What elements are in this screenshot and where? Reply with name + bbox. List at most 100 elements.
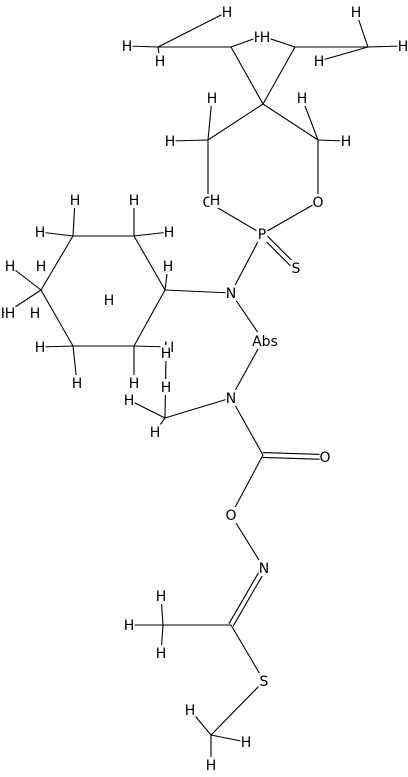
atom-label: P: [258, 227, 266, 243]
single-bond: [164, 397, 232, 419]
atom-label: H: [241, 735, 252, 751]
atom-label-bg: [69, 192, 81, 208]
atom-label-bg: [35, 258, 47, 274]
atom-label-bg: [160, 379, 172, 395]
single-bond: [210, 734, 247, 743]
atom-label: H: [156, 646, 167, 662]
atom-label: H: [164, 225, 175, 241]
atom-label-bg: [259, 29, 271, 45]
double-bond-line: [228, 566, 263, 625]
double-bond-line: [232, 568, 267, 627]
atom-label-bg: [290, 260, 302, 276]
atom-label: H: [129, 376, 140, 392]
atom-label-bg: [206, 90, 218, 106]
atom-label-bg: [184, 702, 196, 718]
single-bond: [230, 514, 265, 569]
atom-label: H: [155, 54, 166, 70]
atom-label-bg: [313, 53, 325, 69]
atom-label-bg: [312, 194, 324, 210]
single-bond: [40, 235, 74, 291]
single-bond: [169, 139, 209, 142]
atom-label-bg: [71, 375, 83, 391]
single-bond: [262, 103, 319, 141]
atom-label-bg: [253, 29, 265, 45]
atom-label-bg: [296, 90, 308, 106]
atom-label: H: [122, 39, 133, 55]
single-bond: [133, 289, 166, 347]
atom-label: H: [165, 134, 176, 150]
single-bond: [261, 201, 319, 235]
atom-label-bg: [103, 292, 115, 308]
atom-label: H: [161, 380, 172, 396]
single-bond: [128, 399, 166, 419]
single-bond: [318, 46, 369, 62]
single-bond: [157, 11, 228, 48]
atom-label: H: [341, 134, 352, 150]
atom-label: H: [36, 259, 47, 275]
atom-label: Abs: [252, 334, 278, 350]
atom-label: S: [260, 674, 269, 690]
atom-label-bg: [163, 224, 175, 240]
atom-label-bg: [155, 588, 167, 604]
atom-label: O: [319, 450, 330, 466]
atom-label-bg: [202, 194, 214, 210]
atom-label-bg: [162, 258, 174, 274]
atom-label: H: [161, 346, 172, 362]
atom-label: H: [72, 376, 83, 392]
atom-label-bg: [251, 333, 279, 349]
atom-label: N: [259, 561, 269, 577]
atom-label: H: [5, 306, 16, 322]
atom-label-bg: [154, 53, 166, 69]
atom-label: N: [226, 391, 236, 407]
atom-label: S: [292, 261, 301, 277]
single-bond: [230, 397, 264, 456]
atom-label-bg: [29, 305, 41, 321]
atom-label: H: [398, 39, 408, 55]
atom-label-bg: [4, 258, 16, 274]
atom-label: H: [254, 30, 265, 46]
double-bond-line: [263, 452, 326, 456]
atom-label-bg: [34, 339, 46, 355]
single-bond: [230, 454, 264, 516]
atom-label: H: [314, 54, 325, 70]
atom-label: H: [185, 703, 196, 719]
single-bond: [230, 624, 265, 682]
atom-label-bg: [128, 375, 140, 391]
atom-label-bg: [397, 38, 408, 54]
single-bond: [262, 46, 296, 105]
single-bond: [210, 680, 265, 736]
atom-label-bg: [221, 4, 233, 20]
atom-layer: HHHHHHHHHHHHHHHHOOHHHHHPSHHHHNHHSAbsHHHH…: [0, 4, 408, 774]
atom-label: H: [222, 5, 233, 21]
single-bond: [164, 289, 232, 294]
atom-label: H: [210, 193, 221, 209]
single-bond: [133, 231, 170, 237]
atom-label: O: [312, 195, 323, 211]
bond-layer: [5, 11, 404, 765]
atom-label: H: [297, 91, 308, 107]
atom-label-bg: [149, 424, 161, 440]
atom-label: H: [70, 193, 81, 209]
atom-label: H: [207, 91, 218, 107]
atom-label: H: [124, 618, 135, 634]
atom-label-bg: [155, 645, 167, 661]
single-bond: [40, 289, 74, 347]
atom-label-bg: [225, 285, 237, 301]
atom-label: H: [206, 758, 217, 774]
atom-label-bg: [319, 449, 331, 465]
single-bond: [207, 103, 264, 141]
atom-label-bg: [123, 392, 135, 408]
single-bond: [230, 233, 263, 294]
atom-label-bg: [160, 345, 172, 361]
atom-label: N: [226, 286, 236, 302]
atom-label: H: [351, 5, 362, 21]
atom-label: H: [150, 425, 161, 441]
atom-label-bg: [209, 192, 221, 208]
single-bond: [230, 339, 264, 399]
atom-label: H: [129, 193, 140, 209]
atom-label-bg: [225, 390, 237, 406]
atom-label-bg: [34, 224, 46, 240]
single-bond: [133, 235, 166, 291]
